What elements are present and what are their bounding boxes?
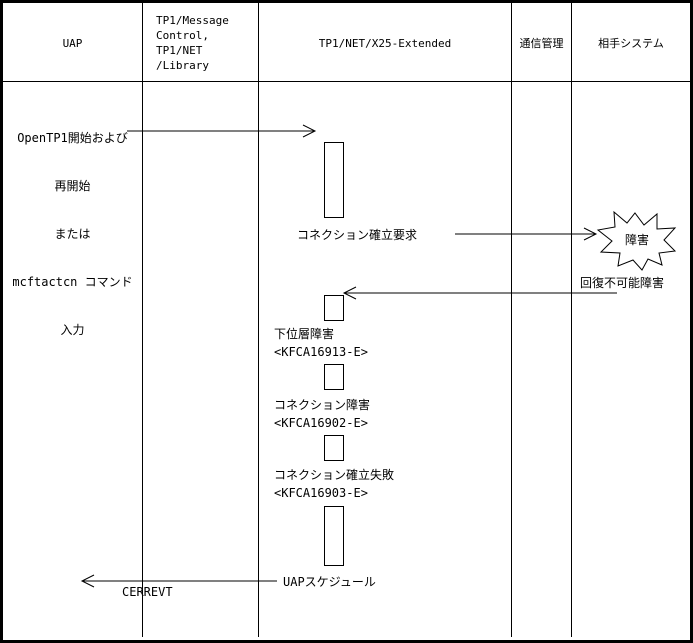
uap-start-text: OpenTP1開始および 再開始 または mcftactcn コマンド 入力 [12, 131, 133, 337]
msg-kfca16913-label: <KFCA16913-E> [274, 345, 368, 359]
unrecoverable-fault-label: 回復不可能障害 [580, 276, 665, 290]
uap-schedule-label: UAPスケジュール [283, 575, 376, 589]
lower-layer-fault-label: 下位層障害 [274, 327, 335, 341]
activation-box-3 [324, 364, 344, 390]
fault-burst-label: 障害 [625, 233, 650, 247]
arrow-unrecoverable-fault [342, 286, 617, 300]
header-divider [3, 81, 690, 82]
msg-kfca16902-label: <KFCA16902-E> [274, 416, 368, 430]
connection-request-label: コネクション確立要求 [297, 228, 418, 242]
activation-box-2 [324, 295, 344, 321]
connection-failed-label: コネクション確立失敗 [274, 468, 395, 482]
connection-fault-label: コネクション障害 [274, 398, 371, 412]
msg-kfca16903-label: <KFCA16903-E> [274, 486, 368, 500]
activation-box-1 [324, 142, 344, 218]
header-comm-mgmt: 通信管理 [519, 36, 564, 50]
activation-box-4 [324, 435, 344, 461]
cerrevt-label: CERREVT [122, 585, 173, 599]
lane-divider-uap [142, 3, 143, 637]
arrow-start-to-x25 [127, 124, 317, 138]
header-tp1-message-control: TP1/Message Control, TP1/NET /Library [156, 14, 229, 72]
header-uap: UAP [62, 36, 83, 50]
lane-divider-tp1 [258, 3, 259, 637]
activation-box-5 [324, 506, 344, 566]
arrow-connection-request [455, 227, 598, 241]
header-peer-system: 相手システム [598, 36, 664, 50]
fault-burst-icon [596, 210, 677, 271]
arrow-cerrevt [80, 574, 277, 588]
lane-divider-comm [571, 3, 572, 637]
lane-divider-x25 [511, 3, 512, 637]
header-x25-extended: TP1/NET/X25-Extended [318, 36, 452, 50]
